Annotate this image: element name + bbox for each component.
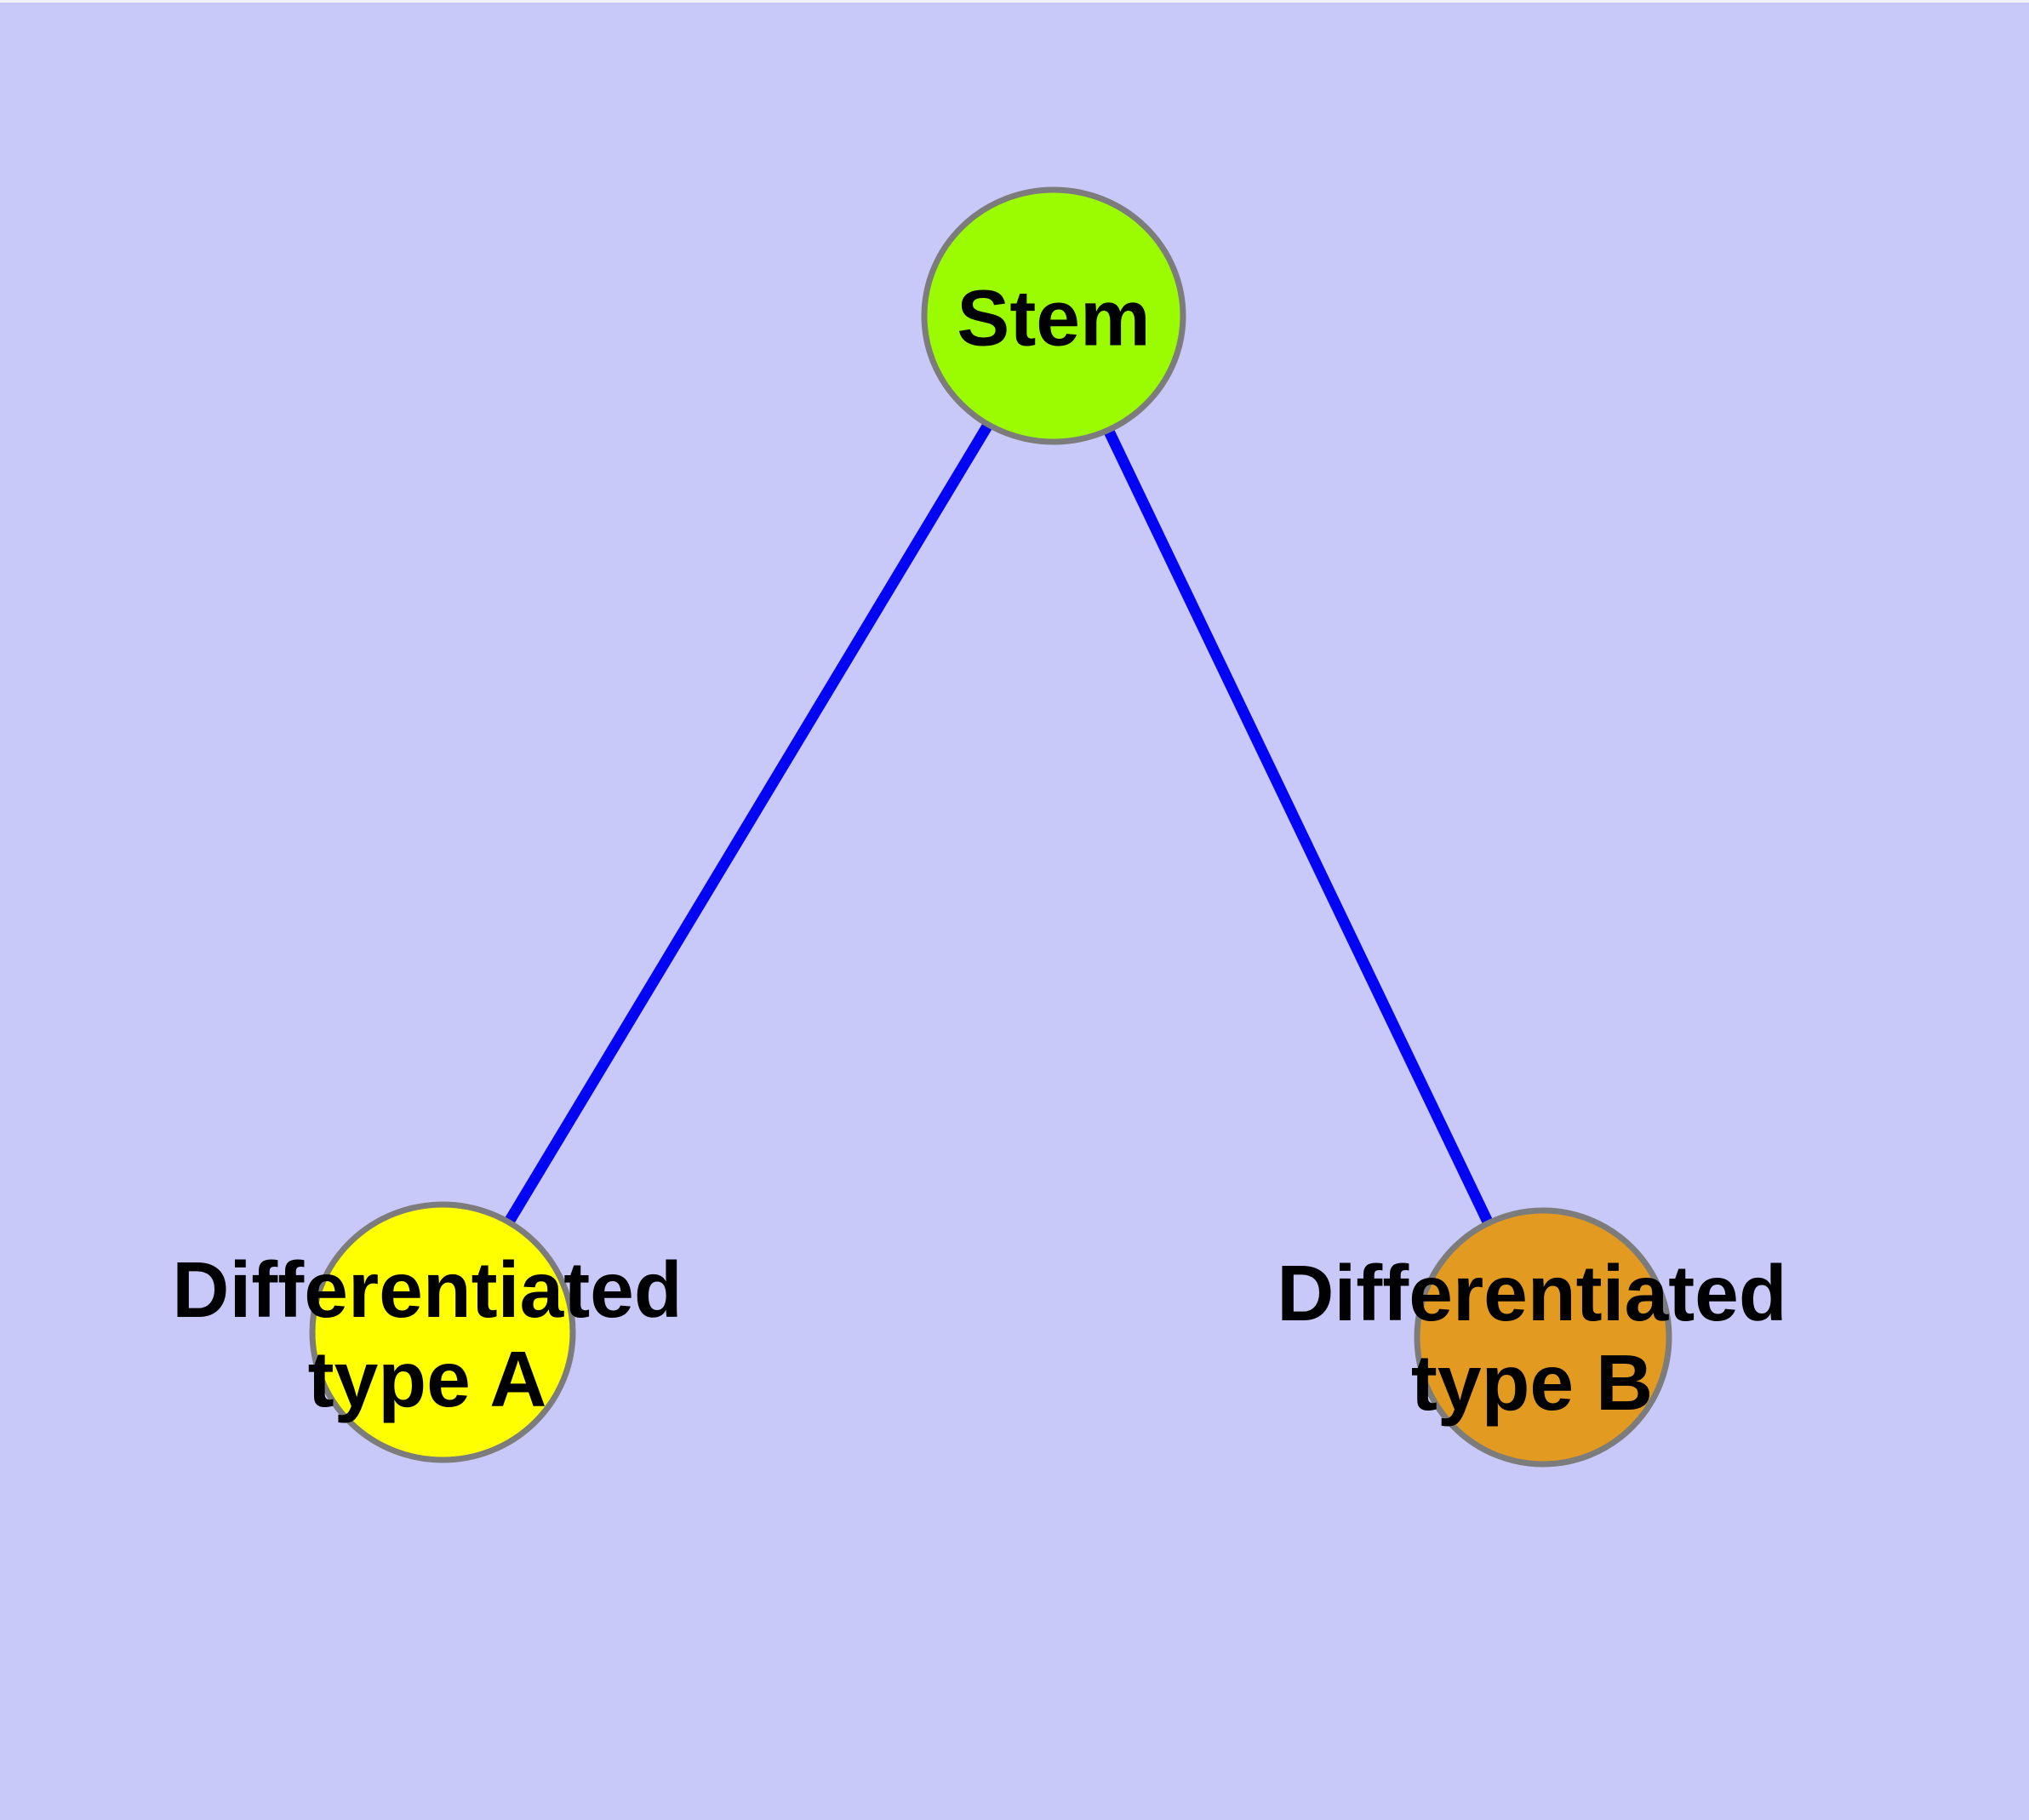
type-b-node-label: Differentiated type B — [1277, 1249, 1786, 1428]
type-b-label-line1: Differentiated — [1277, 1249, 1787, 1337]
type-a-label-line2: type A — [307, 1335, 547, 1423]
stem-node-label: Stem — [957, 273, 1151, 363]
type-a-label-line1: Differentiated — [172, 1245, 683, 1334]
type-a-node-label: Differentiated type A — [172, 1245, 682, 1424]
edge-stem-to-type-b — [1049, 313, 1548, 1340]
type-b-node-circle — [1414, 1207, 1672, 1468]
type-a-node-circle — [309, 1201, 576, 1463]
type-b-label-line2: type B — [1410, 1338, 1654, 1427]
top-edge-highlight — [0, 0, 2029, 3]
edge-stem-to-type-a — [437, 312, 1059, 1336]
stem-node-circle — [921, 186, 1186, 445]
